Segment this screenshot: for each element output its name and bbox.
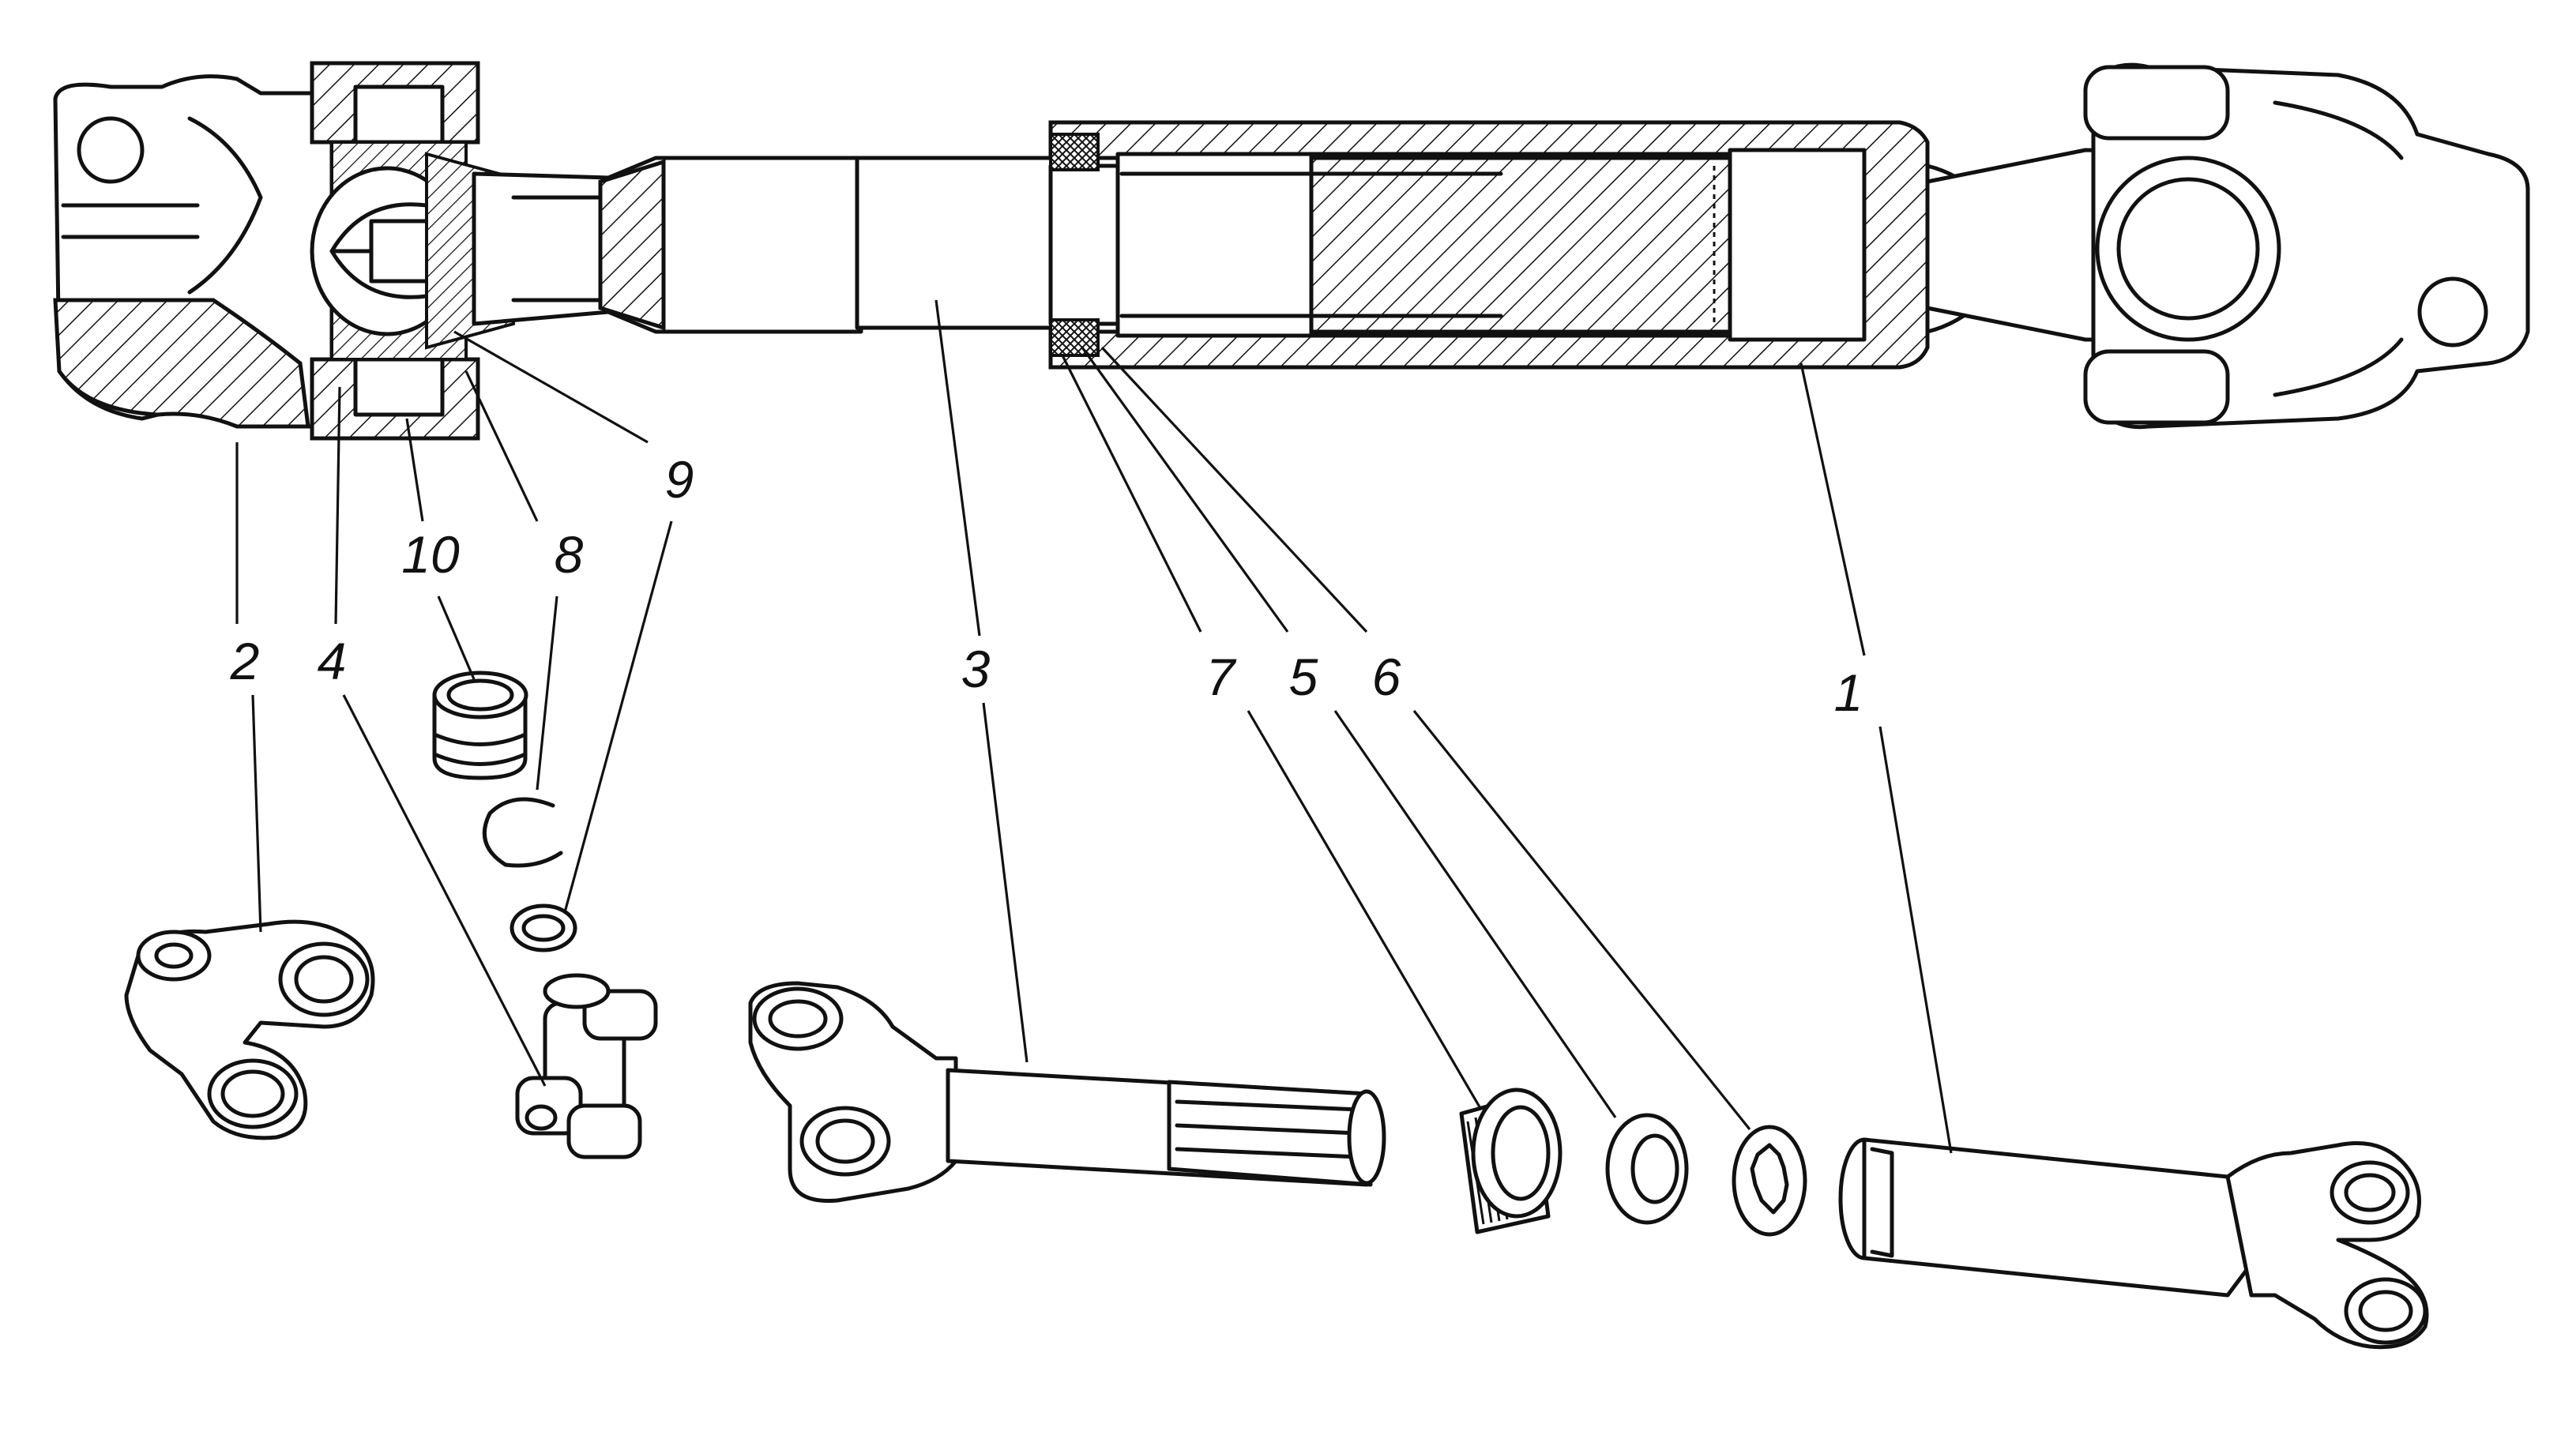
callout-7: 7 (1206, 648, 1237, 706)
part-5-felt-seal (1605, 1113, 1689, 1225)
left-yoke-section (53, 74, 334, 429)
callout-10: 10 (401, 525, 460, 584)
leader-6-bottom (1412, 709, 1751, 1131)
part-4-cross-spider (515, 973, 658, 1159)
leader-10-bottom (437, 595, 476, 680)
leader-lines (235, 299, 1953, 1154)
leader-7-top (1061, 355, 1202, 633)
part-2-flange-yoke (124, 919, 375, 1140)
part-9-seal-washer (510, 903, 577, 952)
part-3-splined-shaft (748, 981, 1386, 1203)
callout-4: 4 (318, 632, 347, 690)
part-1-sleeve-yoke (1838, 1137, 2429, 1350)
leader-3-bottom (982, 702, 1029, 1063)
callout-3: 3 (961, 640, 991, 698)
part-10-bearing-cup (432, 671, 528, 780)
leader-4-top (334, 386, 341, 625)
part-6-splined-washer (1732, 1125, 1807, 1237)
leader-5-top (1081, 347, 1289, 633)
assembled-shaft (53, 61, 2530, 441)
leader-8-bottom (536, 595, 558, 791)
callout-8: 8 (555, 525, 584, 584)
callout-6: 6 (1372, 648, 1401, 706)
sleeve-tube-section (1048, 120, 1985, 370)
callout-5: 5 (1289, 648, 1318, 706)
part-7-knurled-nut (1459, 1088, 1563, 1234)
callout-2: 2 (230, 632, 260, 690)
leader-9-top (453, 330, 649, 444)
part-8-snap-ring (482, 797, 563, 868)
leader-3-top (935, 299, 981, 637)
leader-7-bottom (1247, 710, 1483, 1110)
callout-9: 9 (665, 450, 694, 509)
leader-6-top (1100, 346, 1368, 633)
leader-9-bottom (563, 520, 673, 913)
leader-1-bottom (1878, 726, 1953, 1154)
leader-2-bottom (251, 694, 262, 933)
leader-10-top (405, 418, 424, 522)
right-yoke (1925, 62, 2530, 430)
callout-labels: 1 2 3 4 5 6 7 8 9 10 (230, 450, 1863, 722)
callout-1: 1 (1834, 663, 1863, 722)
leader-5-bottom (1333, 710, 1617, 1118)
leader-8-top (464, 370, 539, 522)
leader-1-top (1799, 363, 1866, 656)
leader-4-bottom (342, 694, 547, 1087)
